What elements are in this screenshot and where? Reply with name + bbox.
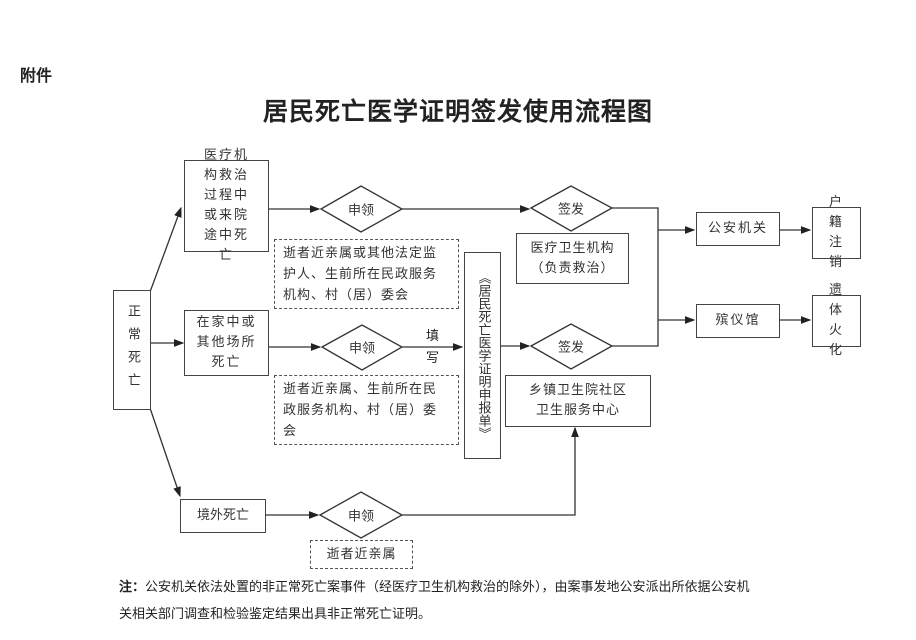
apply-label-2: 申领 — [348, 341, 376, 357]
applicant-medical-box: 逝者近亲属或其他法定监护人、生前所在民政服务机构、村（居）委会 — [274, 239, 459, 309]
apply-label-1: 申领 — [347, 203, 375, 219]
arrow-to-abroad-death — [149, 407, 181, 498]
issue-label-1: 签发 — [557, 202, 585, 218]
issue-label-2: 签发 — [557, 340, 585, 356]
applicant-home-box: 逝者近亲属、生前所在民政服务机构、村（居）委会 — [274, 375, 459, 445]
issue-diamond-2 — [529, 323, 614, 370]
apply-diamond-2 — [320, 324, 404, 371]
abroad-death-box: 境外死亡 — [180, 499, 266, 533]
township-center-box: 乡镇卫生院社区卫生服务中心 — [505, 375, 651, 427]
footnote-label: 注： — [119, 580, 146, 595]
funeral-home-box: 殡仪馆 — [696, 304, 780, 338]
report-form-box: 《居民死亡医学证明申报单》 — [464, 252, 501, 459]
fill-in-label: 填写 — [426, 329, 440, 366]
attachment-label: 附件 — [20, 66, 53, 85]
household-cancel-box: 户籍注销 — [812, 195, 861, 270]
police-box: 公安机关 — [696, 212, 780, 246]
medical-death-box: 医疗机构救治过程中或来院途中死亡 — [184, 148, 269, 263]
issue-diamond-1 — [529, 185, 614, 232]
footnote-text-1: 公安机关依法处置的非正常死亡案事件（经医疗卫生机构救治的除外），由案事发地公安派… — [145, 580, 750, 595]
cremation-box: 遗体火化 — [812, 283, 861, 358]
footnote-line-2: 关相关部门调查和检验鉴定结果出具非正常死亡证明。 — [119, 607, 432, 622]
home-death-box: 在家中或其他场所死亡 — [184, 310, 269, 376]
arrow-to-medical-death — [149, 206, 182, 293]
apply-diamond-1 — [319, 185, 404, 233]
footnote-line-1: 注：公安机关依法处置的非正常死亡案事件（经医疗卫生机构救治的除外），由案事发地公… — [119, 576, 750, 595]
normal-death-box: 正常死亡 — [113, 290, 151, 410]
apply-label-3: 申领 — [347, 509, 375, 525]
apply-diamond-3 — [318, 491, 404, 539]
page-title: 居民死亡医学证明签发使用流程图 — [262, 97, 653, 126]
applicant-abroad-box: 逝者近亲属 — [310, 540, 413, 569]
medical-org-box: 医疗卫生机构（负责救治） — [516, 233, 629, 284]
